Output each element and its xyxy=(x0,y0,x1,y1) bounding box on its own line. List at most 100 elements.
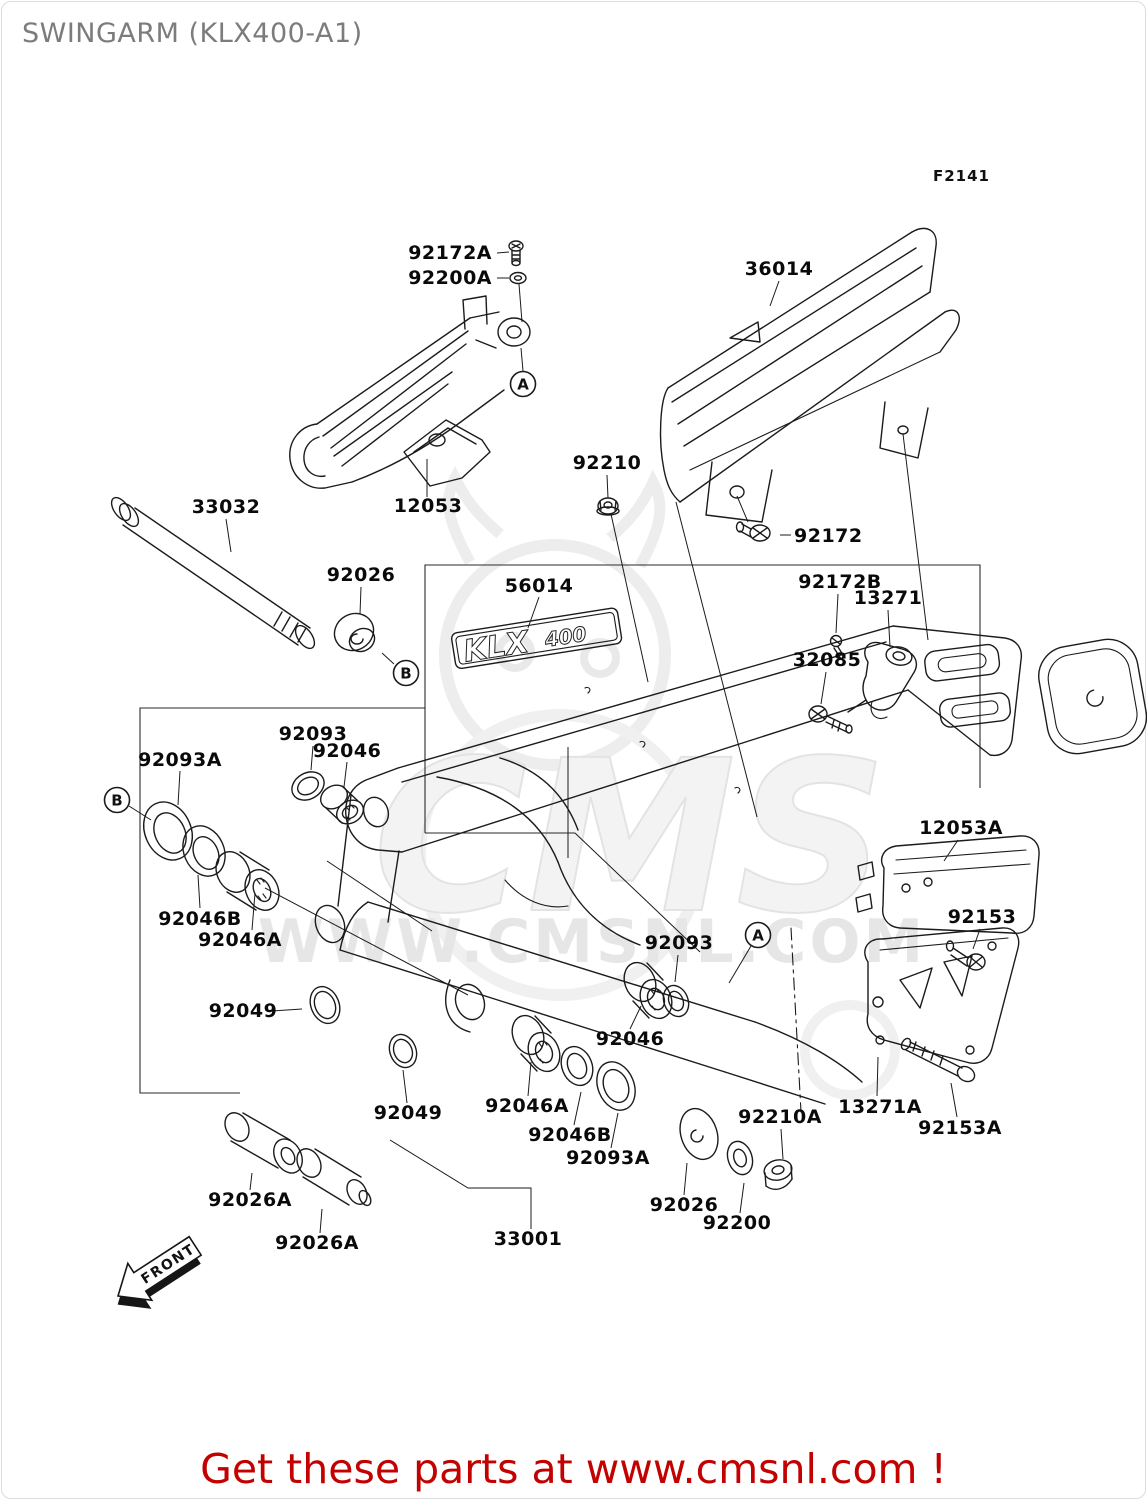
leader-line xyxy=(902,433,929,641)
part-label-32085: 32085 xyxy=(793,649,862,671)
leader-line xyxy=(739,1182,745,1214)
axle-centerline xyxy=(790,927,802,1113)
washer-92200-icon xyxy=(726,1140,754,1176)
watermark-brand-text: CMS xyxy=(373,715,887,960)
leader-line xyxy=(343,761,348,788)
leader-line xyxy=(389,1139,532,1229)
bearing-92046A-left xyxy=(215,851,280,911)
collar-92026-rear xyxy=(679,1107,719,1161)
leader-line xyxy=(675,501,758,818)
leader-line xyxy=(972,928,981,950)
part-label-92049: 92049 xyxy=(374,1102,443,1124)
leader-line xyxy=(820,671,827,705)
bolt-92153-icon xyxy=(945,940,986,971)
leader-line xyxy=(310,745,314,771)
collar-92026-icon xyxy=(333,612,376,653)
seal-92093-upper xyxy=(291,771,325,801)
watermark-mascot-horn-left xyxy=(443,465,504,565)
leader-line xyxy=(780,1128,784,1160)
washer-92046B-left xyxy=(182,825,226,877)
bolt-32085-icon xyxy=(808,705,853,734)
part-label-12053: 12053 xyxy=(394,495,463,517)
leader-line xyxy=(887,609,891,648)
bolt-92153A-icon xyxy=(900,1037,976,1083)
leader-line xyxy=(197,874,201,909)
seal-92093A-left xyxy=(143,801,193,861)
washer-92046B-rear xyxy=(560,1045,594,1087)
seal-92093-rear xyxy=(662,984,690,1018)
detail-marker-letter-B: B xyxy=(111,792,122,810)
detail-marker-circle-A xyxy=(744,921,772,949)
leader-line xyxy=(249,1172,253,1191)
leader-line xyxy=(264,887,469,996)
part-label-92093: 92093 xyxy=(645,932,714,954)
leader-line xyxy=(527,596,540,629)
swingarm-33001 xyxy=(314,625,1147,1105)
detail-marker-circle-B xyxy=(103,786,131,814)
part-label-36014: 36014 xyxy=(745,258,814,280)
part-label-92093A: 92093A xyxy=(138,749,222,771)
screw-92172B-icon xyxy=(829,634,846,660)
leader-line xyxy=(835,593,839,634)
part-label-92172B: 92172B xyxy=(798,571,882,593)
detail-frames xyxy=(139,564,981,1094)
part-label-92210A: 92210A xyxy=(738,1106,822,1128)
part-label-92046A: 92046A xyxy=(485,1095,569,1117)
detail-marker-letter-B: B xyxy=(400,665,411,683)
sleeve-92026A-bottom xyxy=(296,1148,372,1207)
part-label-92210: 92210 xyxy=(573,452,642,474)
part-label-92046: 92046 xyxy=(596,1028,665,1050)
leader-line xyxy=(225,518,232,553)
chain-guide-13271A xyxy=(864,927,1020,1064)
chain-adjuster-13271 xyxy=(847,641,917,720)
part-label-92026: 92026 xyxy=(650,1194,719,1216)
part-label-92093: 92093 xyxy=(279,723,348,745)
circlip-92049-mid xyxy=(388,1033,418,1069)
nut-92210-icon xyxy=(596,497,620,516)
leader-line xyxy=(610,513,649,683)
leader-line xyxy=(943,839,959,862)
leader-line xyxy=(177,770,181,806)
leader-line xyxy=(728,945,752,984)
bearing-92046-upper xyxy=(319,784,365,825)
part-label-92026: 92026 xyxy=(327,564,396,586)
page-title: SWINGARM (KLX400-A1) xyxy=(22,18,363,49)
chain-guide-12053A xyxy=(855,835,1040,935)
bearing-92046A-rear xyxy=(511,1014,561,1073)
part-label-92200: 92200 xyxy=(703,1212,772,1234)
leader-line xyxy=(496,251,510,254)
leader-line xyxy=(736,495,749,523)
part-label-33032: 33032 xyxy=(192,496,261,518)
detail-marker-letter-A: A xyxy=(752,927,764,945)
leader-lines xyxy=(128,251,981,1234)
part-label-92200A: 92200A xyxy=(408,267,492,289)
detail-marker-circle-A xyxy=(509,370,537,398)
part-label-92172A: 92172A xyxy=(408,242,492,264)
part-label-92153A: 92153A xyxy=(918,1117,1002,1139)
watermark-blob xyxy=(800,1000,900,1100)
leader-line xyxy=(950,1082,958,1118)
leader-line xyxy=(128,805,152,821)
leader-line xyxy=(402,1069,408,1104)
part-label-92046: 92046 xyxy=(313,740,382,762)
leader-line xyxy=(574,832,701,953)
bearing-92046-rear xyxy=(623,961,673,1020)
part-label-92093A: 92093A xyxy=(566,1147,650,1169)
emblem-text-klx: KLX xyxy=(461,625,533,670)
detail-marker-letter-A: A xyxy=(517,376,529,394)
part-label-92049: 92049 xyxy=(209,1000,278,1022)
detail-marker-circle-B xyxy=(392,659,420,687)
part-label-56014: 56014 xyxy=(505,575,574,597)
leader-line xyxy=(520,347,524,372)
leader-line xyxy=(381,652,395,665)
washer-92200A-icon xyxy=(509,271,527,285)
front-arrow: FRONT xyxy=(116,1235,203,1309)
part-label-92153: 92153 xyxy=(948,906,1017,928)
leader-line xyxy=(573,1091,582,1126)
part-label-92026A: 92026A xyxy=(275,1232,359,1254)
leader-line xyxy=(674,954,679,983)
watermark-url-text: WWW.CMSNL.COM xyxy=(258,907,926,977)
circlip-92049-left xyxy=(309,985,341,1025)
